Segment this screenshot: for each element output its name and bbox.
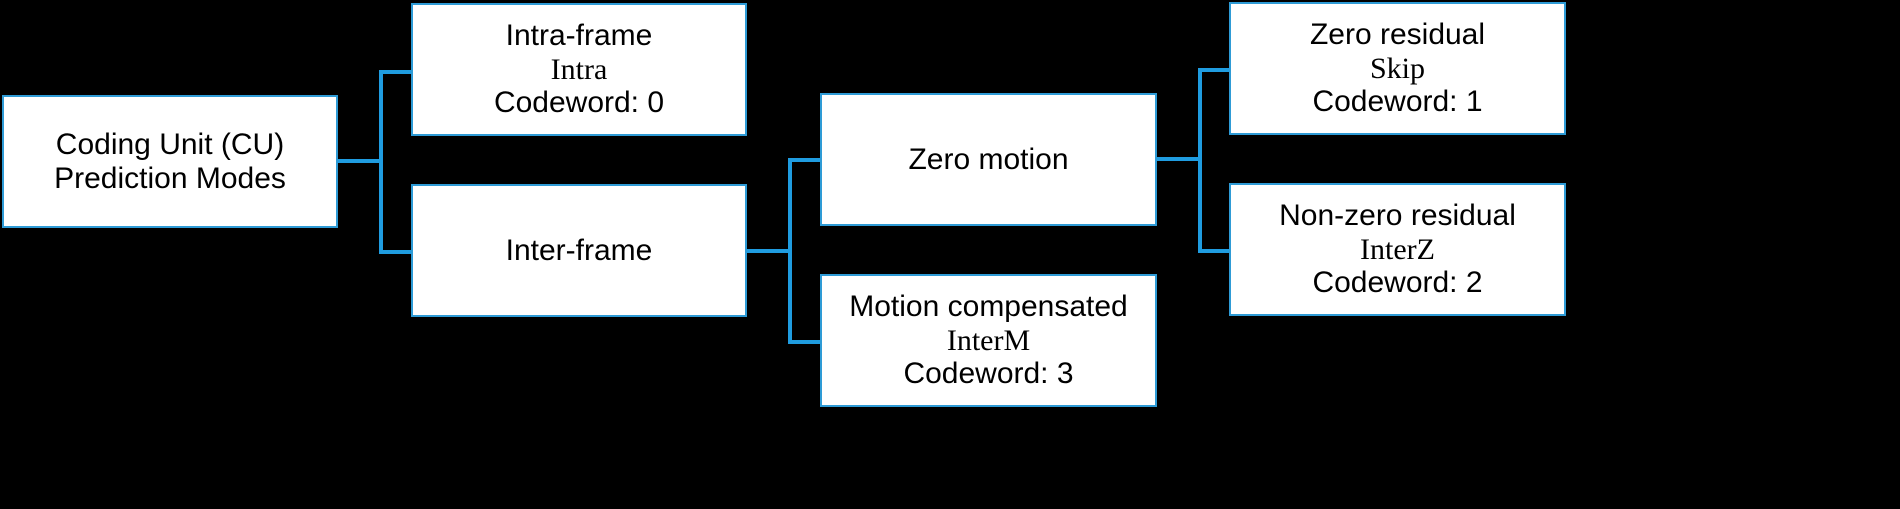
node-intra-frame-mode: Intra bbox=[550, 52, 608, 86]
connector-branch-spine-level2 bbox=[788, 158, 792, 344]
node-inter-frame: Inter-frame bbox=[411, 184, 747, 317]
node-motion-compensated-codeword: Codeword: 3 bbox=[903, 357, 1074, 391]
node-intra-frame-label: Intra-frame bbox=[505, 19, 653, 53]
connector-branch-to-inter-frame bbox=[379, 250, 413, 254]
node-cu-line-2: Prediction Modes bbox=[54, 161, 286, 195]
connector-inter-frame-to-branch bbox=[747, 249, 792, 253]
connector-branch-spine-level1 bbox=[379, 70, 383, 254]
node-intra-frame: Intra-frame Intra Codeword: 0 bbox=[411, 3, 747, 136]
node-nonzero-residual-label: Non-zero residual bbox=[1279, 199, 1516, 233]
node-intra-frame-codeword: Codeword: 0 bbox=[493, 86, 665, 120]
node-zero-motion: Zero motion bbox=[820, 93, 1157, 226]
node-coding-unit-prediction-modes: Coding Unit (CU) Prediction Modes bbox=[2, 95, 338, 228]
node-nonzero-residual: Non-zero residual InterZ Codeword: 2 bbox=[1229, 183, 1566, 316]
node-motion-compensated-label: Motion compensated bbox=[849, 290, 1128, 324]
node-motion-compensated-mode: InterM bbox=[946, 323, 1031, 357]
node-zero-residual: Zero residual Skip Codeword: 1 bbox=[1229, 2, 1566, 135]
node-zero-residual-label: Zero residual bbox=[1309, 18, 1486, 52]
node-zero-residual-mode: Skip bbox=[1369, 51, 1426, 85]
connector-branch-to-intra-frame bbox=[379, 70, 413, 74]
connector-cu-to-branch bbox=[338, 159, 383, 163]
node-zero-motion-label: Zero motion bbox=[908, 142, 1069, 176]
node-nonzero-residual-codeword: Codeword: 2 bbox=[1312, 266, 1483, 300]
node-motion-compensated: Motion compensated InterM Codeword: 3 bbox=[820, 274, 1157, 407]
node-zero-residual-codeword: Codeword: 1 bbox=[1312, 85, 1483, 119]
node-cu-line-1: Coding Unit (CU) bbox=[55, 127, 285, 161]
connector-branch-to-nonzero-residual bbox=[1198, 249, 1232, 253]
connector-zero-motion-to-branch bbox=[1157, 157, 1202, 161]
connector-branch-spine-level3 bbox=[1198, 68, 1202, 253]
node-inter-frame-label: Inter-frame bbox=[505, 233, 653, 267]
node-nonzero-residual-mode: InterZ bbox=[1360, 232, 1435, 266]
connector-branch-to-zero-motion bbox=[788, 158, 822, 162]
connector-branch-to-motion-compensated bbox=[788, 340, 822, 344]
connector-branch-to-zero-residual bbox=[1198, 68, 1232, 72]
